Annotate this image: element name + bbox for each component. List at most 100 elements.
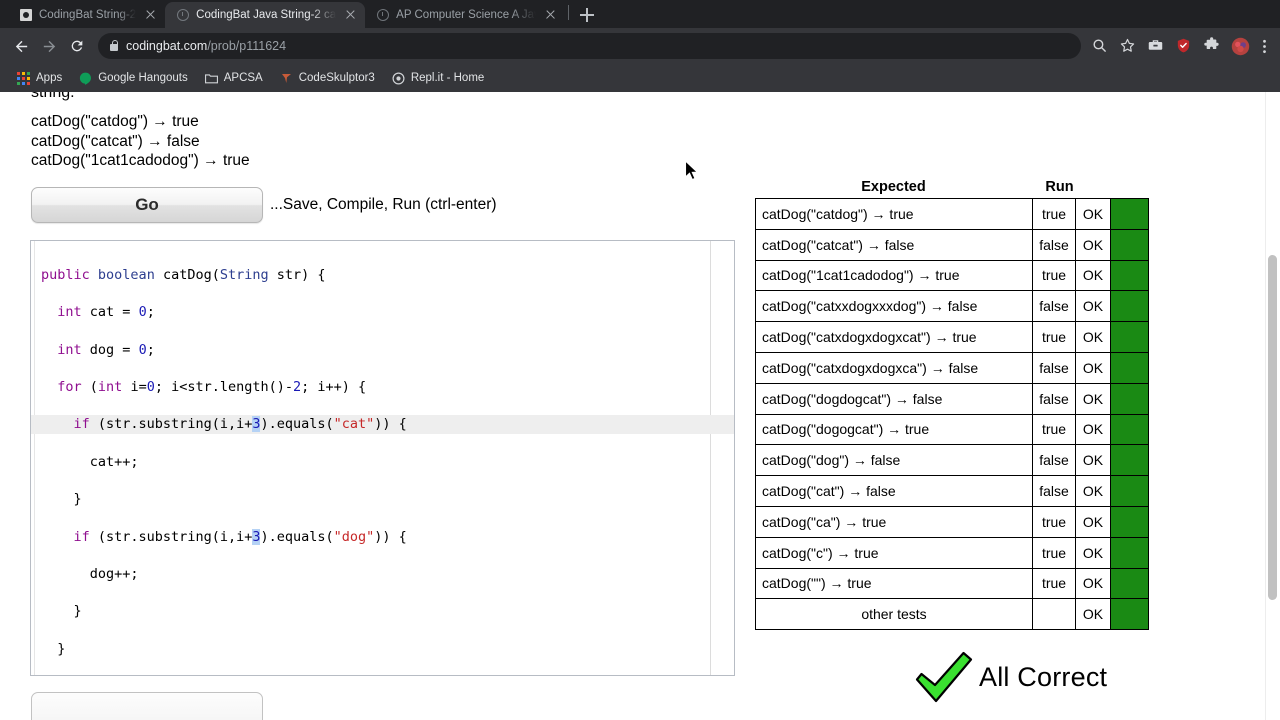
code-editor[interactable]: public boolean catDog(String str) { int … <box>30 240 735 676</box>
expected-cell: other tests <box>755 598 1033 631</box>
tab-close-icon[interactable] <box>343 8 357 22</box>
scrollbar-thumb[interactable] <box>1268 255 1277 600</box>
pass-indicator <box>1110 198 1149 230</box>
expected-cell: catDog("catxxdogxxxdog") → false <box>755 290 1033 323</box>
bookmark-label: CodeSkulptor3 <box>298 72 375 84</box>
status-cell: OK <box>1075 382 1111 415</box>
run-cell: true <box>1032 567 1076 600</box>
page-favicon <box>376 9 389 22</box>
bookmark-label: Apps <box>36 72 63 84</box>
status-cell: OK <box>1075 413 1111 446</box>
bookmark-apps[interactable]: Apps <box>10 69 69 88</box>
run-cell: false <box>1032 475 1076 507</box>
example-line: catDog("catdog") → true <box>31 113 199 130</box>
editor-scrollbar[interactable] <box>710 241 734 675</box>
pass-indicator <box>1110 567 1149 600</box>
run-cell: false <box>1032 382 1076 415</box>
expected-cell: catDog("dogogcat") → true <box>755 413 1033 446</box>
status-cell: OK <box>1075 475 1111 507</box>
pass-indicator <box>1110 382 1149 415</box>
codeskulptor-icon <box>280 72 293 85</box>
expected-cell: catDog("catxdogxdogxcat") → true <box>755 321 1033 353</box>
expected-cell: catDog("dogdogcat") → false <box>755 382 1033 415</box>
tab-strip: CodingBat String-2 CodingBat Java String… <box>0 0 1280 28</box>
browser-tab-3[interactable]: AP Computer Science A Java C <box>365 2 565 28</box>
run-cell: false <box>1032 351 1076 384</box>
expected-cell: catDog("") → true <box>755 567 1033 600</box>
code-line: cat++; <box>41 453 139 470</box>
mouse-cursor <box>684 159 700 182</box>
chrome-menu-icon[interactable] <box>1259 37 1270 56</box>
new-tab-button[interactable] <box>574 3 600 27</box>
apps-grid-icon <box>17 71 30 85</box>
code-line: for (int i=0; i<str.length()-2; i++) { <box>57 378 367 395</box>
pass-indicator <box>1110 290 1149 323</box>
browser-toolbar: codingbat.com/prob/p111624 <box>0 28 1280 64</box>
bookmark-label: APCSA <box>223 72 263 84</box>
toolbar-icons <box>1091 36 1272 56</box>
status-cell: OK <box>1075 598 1111 631</box>
profile-avatar-icon[interactable] <box>1231 37 1250 56</box>
bookmark-google-hangouts[interactable]: Google Hangouts <box>72 69 195 88</box>
example-line: catDog("catcat") → false <box>31 132 200 150</box>
expected-cell: catDog("catcat") → false <box>755 228 1033 261</box>
back-icon[interactable] <box>8 33 34 59</box>
code-line: if (str.substring(i,i+3).equals("dog")) … <box>73 528 407 545</box>
go-button[interactable]: Go <box>31 187 263 223</box>
code-line: int cat = 0; <box>57 304 155 321</box>
page-scrollbar[interactable] <box>1265 92 1280 720</box>
toolbox-icon[interactable] <box>1147 37 1166 56</box>
status-cell: OK <box>1075 259 1111 292</box>
expected-cell: catDog("1cat1cadodog") → true <box>755 259 1033 292</box>
run-cell: true <box>1032 536 1076 569</box>
code-text[interactable]: public boolean catDog(String str) { int … <box>31 247 734 675</box>
bookmark-replit-home[interactable]: Repl.it - Home <box>385 69 492 88</box>
pass-indicator <box>1110 505 1149 538</box>
tab-title: CodingBat String-2 <box>39 9 137 21</box>
bookmark-apcsa[interactable]: APCSA <box>198 69 270 88</box>
address-bar[interactable]: codingbat.com/prob/p111624 <box>98 33 1081 59</box>
forward-icon[interactable] <box>36 33 62 59</box>
secondary-button[interactable] <box>31 692 263 720</box>
verdict-label: All Correct <box>979 661 1108 692</box>
pass-indicator <box>1110 351 1149 384</box>
status-cell: OK <box>1075 290 1111 323</box>
bookmark-label: Repl.it - Home <box>410 72 485 84</box>
bookmarks-bar: Apps Google Hangouts APCSA CodeSkulptor3 <box>0 64 1280 92</box>
green-checkmark-icon <box>913 650 975 704</box>
pass-indicator <box>1110 413 1149 446</box>
browser-tab-1[interactable]: CodingBat String-2 <box>8 2 165 28</box>
bookmark-label: Google Hangouts <box>98 72 188 84</box>
tab-close-icon[interactable] <box>543 8 557 22</box>
shield-icon[interactable] <box>1175 37 1194 56</box>
status-cell: OK <box>1075 536 1111 569</box>
example-line: catDog("1cat1cadodog") → true <box>31 152 250 169</box>
reload-icon[interactable] <box>64 33 90 59</box>
extensions-puzzle-icon[interactable] <box>1203 36 1222 56</box>
run-cell <box>1032 598 1076 631</box>
bookmark-codeskulptor3[interactable]: CodeSkulptor3 <box>273 69 382 88</box>
code-line: public boolean catDog(String str) { <box>41 266 326 283</box>
pass-indicator <box>1110 444 1149 477</box>
run-cell: true <box>1032 259 1076 292</box>
pass-indicator <box>1110 228 1149 261</box>
lock-icon <box>110 40 119 51</box>
code-line: dog++; <box>41 565 139 582</box>
verdict-banner: All Correct <box>913 650 1107 704</box>
zoom-icon[interactable] <box>1091 37 1110 56</box>
expected-cell: catDog("c") → true <box>755 536 1033 569</box>
status-cell: OK <box>1075 567 1111 600</box>
folder-icon <box>204 72 218 85</box>
tab-close-icon[interactable] <box>143 8 157 22</box>
browser-tab-2[interactable]: CodingBat Java String-2 catDo <box>165 2 366 28</box>
bookmark-star-icon[interactable] <box>1119 37 1138 56</box>
